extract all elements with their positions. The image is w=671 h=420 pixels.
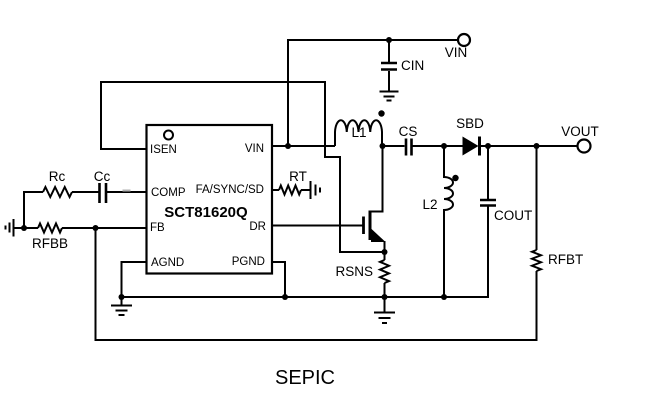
pin-label-agnd: AGND <box>151 257 184 269</box>
pin-label-pgnd: PGND <box>232 256 265 268</box>
diode-anode-triangle <box>462 136 479 156</box>
terminals <box>456 32 592 154</box>
wire-pgnd <box>272 261 286 297</box>
label-sbd: SBD <box>456 116 484 131</box>
capacitor-cout <box>480 198 496 207</box>
junction-dots <box>21 37 540 300</box>
diode-sbd <box>462 136 481 156</box>
junction-dot <box>386 37 392 43</box>
label-vout-terminal: VOUT <box>561 124 599 139</box>
label-cc: Cc <box>94 169 111 184</box>
label-vin-terminal: VIN <box>445 45 468 60</box>
label-rfbt: RFBT <box>548 252 583 267</box>
vout-terminal <box>576 138 592 154</box>
ground-left <box>4 219 15 237</box>
capacitor-cs <box>404 138 413 156</box>
resistor-rsns <box>377 259 392 284</box>
wire-agnd <box>120 261 146 306</box>
junction-dot <box>282 294 288 300</box>
wire-drain <box>371 146 384 213</box>
pin-label-fa-sync-sd: FA/SYNC/SD <box>196 184 264 196</box>
wire-cout-gnd-rail <box>121 205 489 298</box>
l2-phase-dot <box>452 174 459 182</box>
resistor-rt <box>278 182 302 198</box>
wire-isen-loop <box>100 81 385 253</box>
label-cout: COUT <box>494 208 532 223</box>
junction-dot <box>379 143 386 149</box>
label-l1: L1 <box>351 125 366 140</box>
ground-agnd <box>111 304 132 316</box>
junction-dot <box>533 143 540 149</box>
label-cin: CIN <box>401 58 424 73</box>
pin-label-vin: VIN <box>245 143 264 155</box>
ic-body <box>145 123 274 275</box>
label-rt: RT <box>289 169 307 184</box>
junction-dot <box>285 143 291 149</box>
pin-label-dr: DR <box>249 221 266 233</box>
junction-dot <box>381 249 388 255</box>
resistor-rc <box>42 184 73 200</box>
label-l2: L2 <box>422 197 437 212</box>
ground-rt <box>309 181 321 199</box>
junction-dot <box>118 294 125 300</box>
ground-rsns <box>374 311 395 324</box>
pin1-marker-icon <box>163 129 174 141</box>
junction-dot <box>441 294 447 300</box>
wire-rc-corner <box>23 191 43 228</box>
pin-label-isen: ISEN <box>150 144 177 156</box>
junction-dot <box>381 294 388 300</box>
label-rc: Rc <box>49 169 66 184</box>
mosfet-source-arrow <box>371 228 386 242</box>
inductor-l2-coil <box>443 146 454 297</box>
pin-label-comp: COMP <box>151 187 186 199</box>
label-rsns: RSNS <box>335 264 373 279</box>
capacitor-cin <box>381 61 397 71</box>
ground-cin <box>379 90 399 102</box>
junction-dot <box>485 143 491 149</box>
capacitor-cc <box>98 183 108 203</box>
figure-title: SEPIC <box>275 367 335 389</box>
l1-phase-dot <box>378 110 385 117</box>
capacitors <box>98 61 496 207</box>
wire-top-rail <box>287 39 458 146</box>
inductor-l1-coil <box>334 119 383 146</box>
junction-dot <box>92 225 99 231</box>
ic-part-number: SCT81620Q <box>164 204 248 221</box>
wires <box>13 39 578 341</box>
vin-terminal <box>456 32 472 48</box>
mosfet <box>362 210 386 242</box>
junction-dot <box>21 225 27 231</box>
wire-feedback-loop <box>94 228 538 341</box>
label-rfbb: RFBB <box>32 236 68 251</box>
resistor-rfbb <box>37 221 63 235</box>
component-labels: Rc Cc RFBB RT CIN L1 CS SBD L2 COUT RFBT… <box>32 45 599 279</box>
pin-label-fb: FB <box>150 222 165 234</box>
ground-symbols <box>4 90 399 324</box>
resistor-rfbt <box>529 249 544 272</box>
resistors <box>37 182 544 284</box>
ic-sct81620q: SCT81620Q ISEN COMP FB AGND VIN FA/SYNC/… <box>145 123 274 275</box>
label-cs: CS <box>399 124 418 139</box>
junction-dot <box>441 143 447 149</box>
